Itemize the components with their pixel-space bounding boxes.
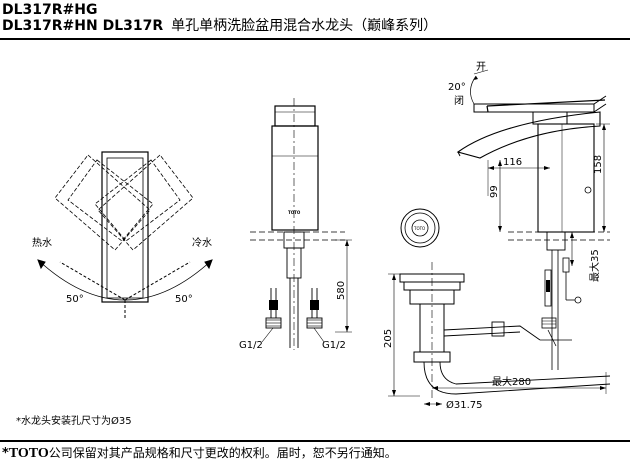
install-note: *水龙头安装孔尺寸为Ø35 (16, 416, 132, 427)
model-line-1: DL317R#HG (2, 2, 98, 18)
dim-diameter: Ø31.75 (446, 399, 483, 411)
thread-left-label: G1/2 (239, 340, 263, 351)
product-name: 单孔单柄洗脸盆用混合水龙头（巅峰系列） (171, 18, 438, 34)
dim-205: 205 (383, 329, 394, 348)
header-rule (0, 38, 630, 40)
dim-max35: 最大35 (588, 249, 601, 282)
angle-right-label: 50° (175, 294, 193, 305)
close-label: 闭 (454, 94, 464, 107)
footer-rule (0, 440, 630, 442)
top-view: 热水 冷水 50° 50° (32, 151, 213, 318)
dim-158: 158 (593, 155, 604, 174)
dim-99: 99 (489, 185, 500, 198)
footer-star: * (2, 446, 9, 461)
footer-brand: TOTO (8, 446, 49, 461)
cold-water-label: 冷水 (192, 236, 212, 249)
dim-116: 116 (503, 157, 522, 168)
open-label: 开 (476, 62, 486, 73)
front-brand-mark: TOTO (288, 210, 301, 215)
drain-brand-mark: TOTO (413, 226, 425, 231)
dim-580: 580 (336, 281, 347, 300)
dim-max280: 最大280 (492, 375, 531, 388)
model-codes: DL317R#HN DL317R (2, 18, 164, 34)
angle-left-label: 50° (66, 294, 84, 305)
thread-right-label: G1/2 (322, 340, 346, 351)
angle-20-label: 20° (448, 82, 466, 93)
footer: *TOTO公司保留对其产品规格和尺寸更改的权利。届时，恕不另行通知。 (2, 444, 397, 462)
front-view: TOTO G1/2 G1/2 580 (239, 98, 352, 351)
model-line-2: DL317R#HN DL317R 单孔单柄洗脸盆用混合水龙头（巅峰系列） (2, 18, 437, 34)
footer-text: 公司保留对其产品规格和尺寸更改的权利。届时，恕不另行通知。 (48, 446, 397, 460)
hot-water-label: 热水 (32, 236, 52, 249)
drain-top-view: TOTO (400, 208, 440, 248)
side-view: 开 闭 20° 116 158 99 (383, 62, 611, 411)
